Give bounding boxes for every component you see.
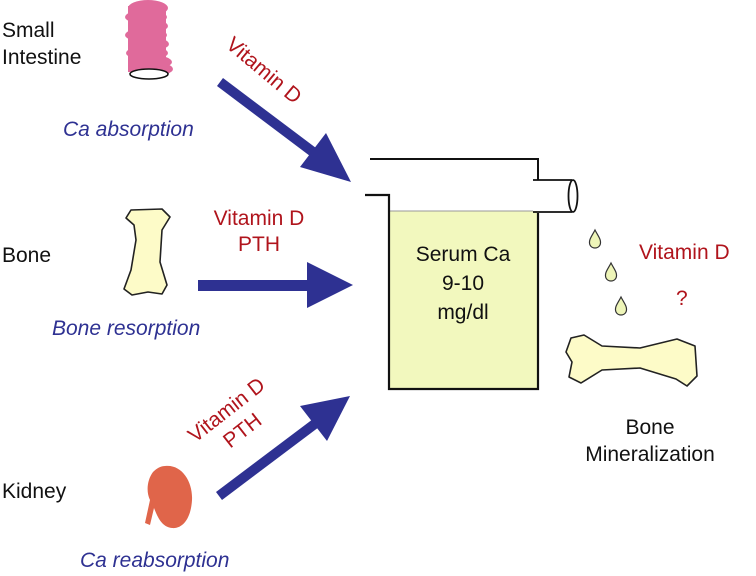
- arrow-intestine-to-serum: [216, 78, 351, 182]
- process-label-ca-absorption: Ca absorption: [63, 118, 194, 141]
- organ-label-kidney: Kidney: [2, 480, 67, 503]
- drop-3: [614, 295, 628, 316]
- regulator-pth: PTH: [238, 233, 280, 256]
- mineralized-bone-icon: [565, 334, 698, 387]
- regulator-label-mineralization: Vitamin D: [639, 241, 730, 264]
- drop-1: [588, 228, 602, 249]
- process-label-ca-reabsorption: Ca reabsorption: [80, 549, 230, 572]
- organ-label-line: Small: [2, 19, 55, 42]
- drop-2: [604, 261, 618, 282]
- serum-reservoir: [365, 158, 579, 391]
- serum-ca-range: 9-10: [441, 272, 485, 295]
- bone-icon: [123, 208, 171, 296]
- kidney-icon: [145, 465, 193, 529]
- organ-label-bone: Bone: [2, 244, 52, 267]
- calcium-drops: [588, 228, 628, 316]
- regulator-label-bone: Vitamin D PTH: [200, 206, 318, 258]
- unknown-regulation-question-mark: ?: [676, 287, 688, 310]
- process-label-bone-resorption: Bone resorption: [52, 317, 201, 340]
- organ-label-small-intestine: Small Intestine: [2, 17, 81, 71]
- serum-ca-unit: mg/dl: [437, 301, 489, 324]
- small-intestine-icon: [125, 0, 173, 80]
- bone-mineralization-line: Bone: [625, 416, 675, 439]
- arrow-kidney-to-serum: [215, 396, 350, 500]
- organ-label-line: Intestine: [2, 46, 82, 69]
- serum-ca-label: Serum Ca 9-10 mg/dl: [389, 240, 537, 327]
- bone-mineralization-line: Mineralization: [585, 443, 715, 466]
- bone-mineralization-label: Bone Mineralization: [570, 414, 730, 468]
- regulator-vitamin-d: Vitamin D: [213, 207, 305, 230]
- outlet-pipe: [533, 179, 579, 213]
- arrow-bone-to-serum: [198, 262, 353, 308]
- serum-ca-title: Serum Ca: [415, 243, 511, 266]
